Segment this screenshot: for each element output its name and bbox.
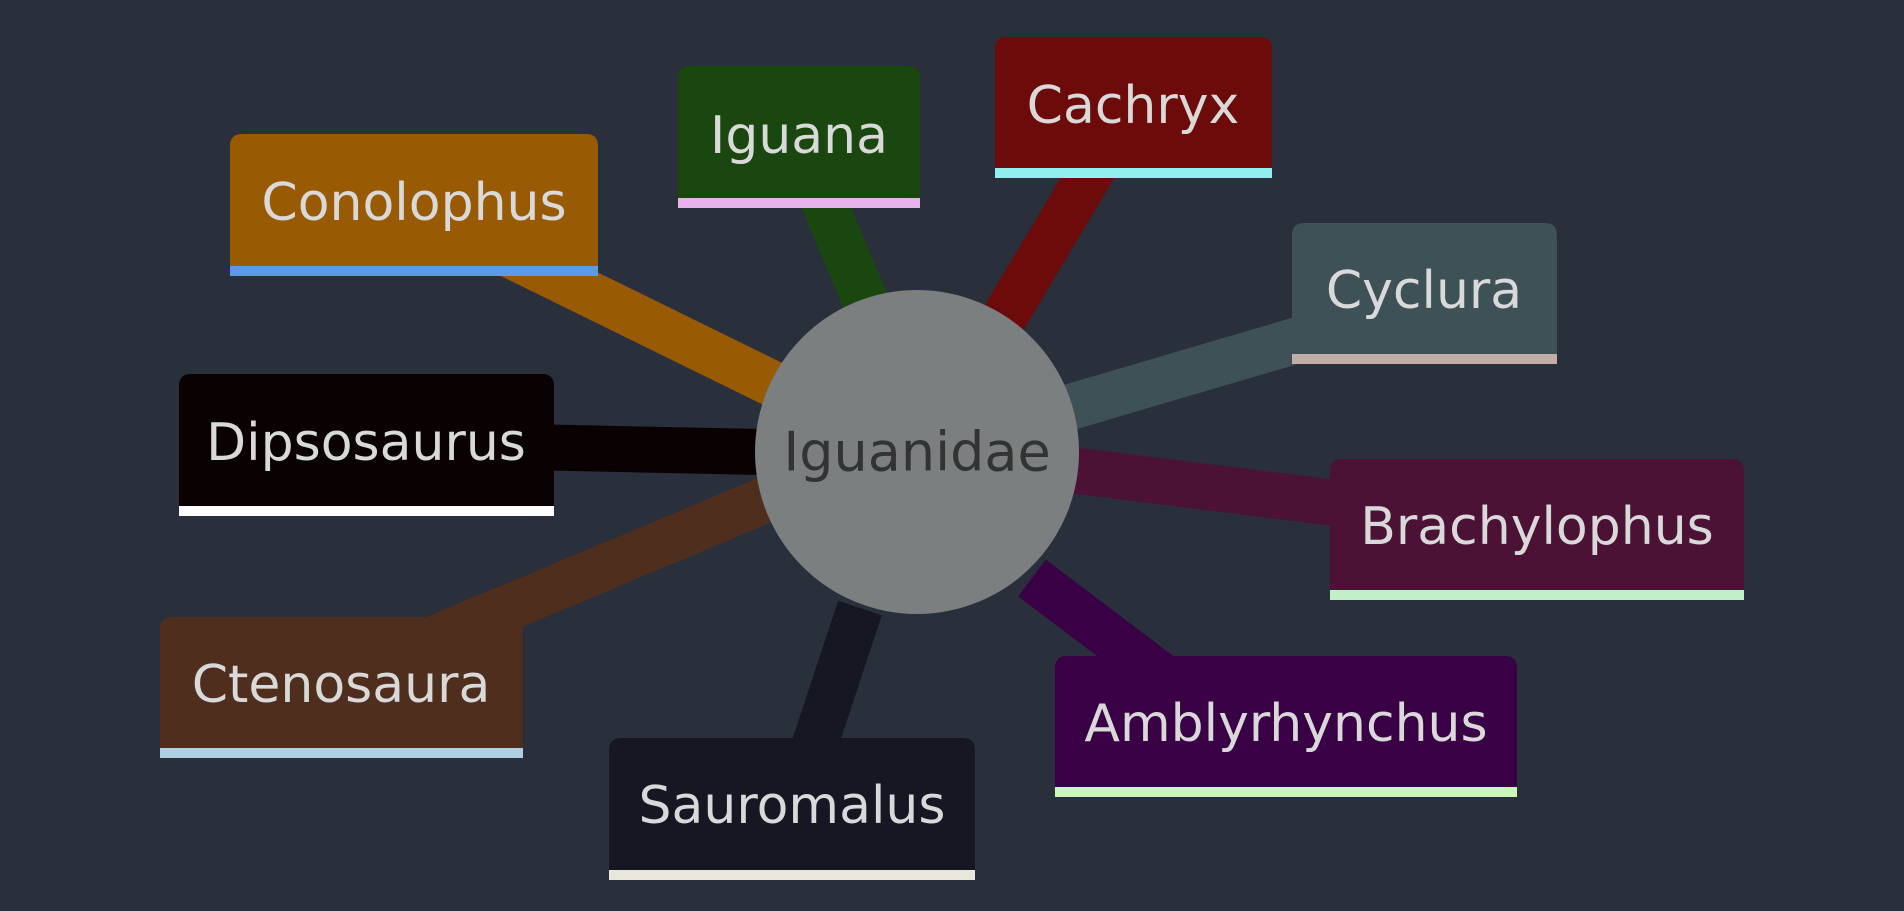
node-underline-amblyrhynchus [1055, 787, 1517, 797]
node-box-brachylophus [1330, 459, 1744, 600]
edge-iguana [796, 179, 892, 321]
node-amblyrhynchus[interactable]: Amblyrhynchus [1055, 656, 1517, 797]
edge-sauromalus [791, 600, 882, 758]
node-label-dipsosaurus: Dipsosaurus [206, 413, 526, 473]
node-box-dipsosaurus [179, 374, 554, 516]
node-underline-brachylophus [1330, 590, 1744, 600]
node-underline-ctenosaura [160, 748, 523, 758]
node-label-iguana: Iguana [710, 106, 888, 166]
node-ctenosaura[interactable]: Ctenosaura [160, 617, 523, 758]
node-cachryx[interactable]: Cachryx [995, 37, 1272, 178]
node-box-sauromalus [609, 738, 975, 880]
node-box-cyclura [1292, 223, 1557, 364]
node-label-amblyrhynchus: Amblyrhynchus [1084, 694, 1487, 754]
nodes-layer: Iguana CachryxCycluraBrachylophusAmblyrhy… [160, 37, 1744, 880]
root-node-label: Iguanidae [783, 421, 1050, 484]
node-underline-iguana [678, 198, 920, 208]
node-box-ctenosaura [160, 617, 523, 758]
node-brachylophus[interactable]: Brachylophus [1330, 459, 1744, 600]
node-box-conolophus [230, 134, 598, 276]
node-label-brachylophus: Brachylophus [1360, 497, 1714, 557]
node-cyclura[interactable]: Cyclura [1292, 223, 1557, 364]
node-dipsosaurus[interactable]: Dipsosaurus [179, 374, 554, 516]
node-underline-cyclura [1292, 354, 1557, 364]
node-sauromalus[interactable]: Sauromalus [609, 738, 975, 880]
node-label-sauromalus: Sauromalus [639, 776, 946, 836]
edge-brachylophus [1067, 447, 1355, 528]
node-label-conolophus: Conolophus [261, 173, 566, 233]
node-underline-sauromalus [609, 870, 975, 880]
root-layer: Iguanidae [755, 290, 1079, 614]
node-box-amblyrhynchus [1055, 656, 1517, 797]
node-label-cachryx: Cachryx [1027, 76, 1240, 136]
node-underline-cachryx [995, 168, 1272, 178]
node-label-cyclura: Cyclura [1326, 261, 1522, 321]
edge-dipsosaurus [524, 424, 763, 475]
node-box-cachryx [995, 37, 1272, 178]
edge-cachryx [984, 150, 1117, 330]
edge-cyclura [1053, 312, 1322, 433]
root-node-circle[interactable] [755, 290, 1079, 614]
node-iguana[interactable]: Iguana [678, 66, 920, 208]
node-underline-conolophus [230, 266, 598, 276]
node-underline-dipsosaurus [179, 506, 554, 516]
node-conolophus[interactable]: Conolophus [230, 134, 598, 276]
node-box-iguana [678, 66, 920, 208]
node-label-ctenosaura: Ctenosaura [192, 655, 491, 715]
